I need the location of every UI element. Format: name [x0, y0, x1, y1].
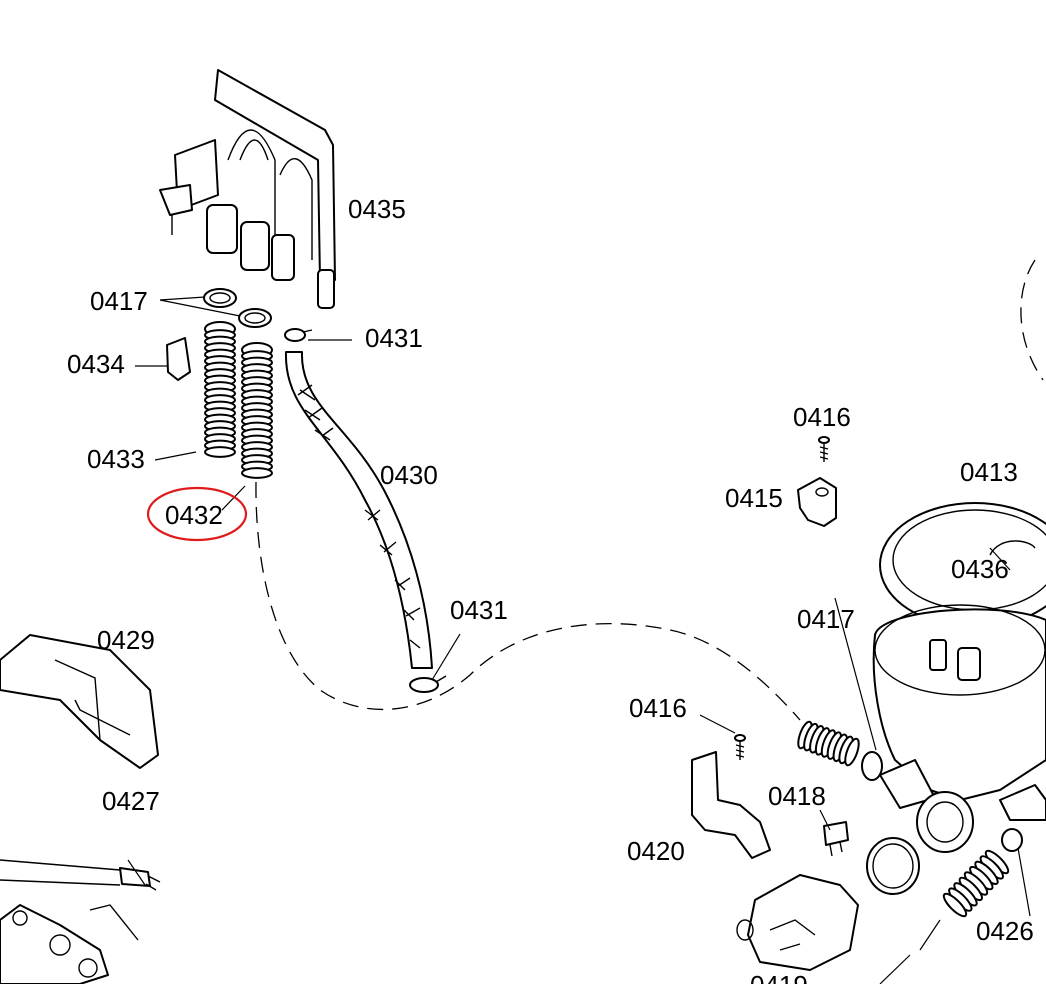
- leader-lines: [127, 296, 1031, 984]
- part-0426-hose: [942, 849, 1010, 918]
- label-0417-top: 0417: [90, 286, 148, 316]
- part-0419-valve: [736, 874, 859, 971]
- label-0427: 0427: [102, 786, 160, 816]
- part-0417-right-hose: [797, 720, 860, 767]
- part-0432-hose: [241, 342, 273, 479]
- label-0429: 0429: [97, 625, 155, 655]
- highlight-circle-0432: [146, 486, 248, 542]
- label-0419: 0419: [750, 970, 808, 984]
- part-0435-manifold: [159, 69, 336, 309]
- label-0436: 0436: [951, 554, 1009, 584]
- part-0416-screw-mid: [734, 734, 746, 760]
- label-0417-right: 0417: [797, 604, 855, 634]
- label-0413: 0413: [960, 457, 1018, 487]
- label-0435: 0435: [348, 194, 406, 224]
- part-labels: 0435 0417 0431 0434 0433 0432 0430 0431 …: [67, 194, 1034, 984]
- part-0420-holder: [691, 751, 771, 859]
- part-0431-clamp-bottom: [409, 675, 447, 693]
- part-0426-oring: [1001, 828, 1023, 852]
- part-0415-bracket: [797, 477, 837, 527]
- label-0431-bottom: 0431: [450, 595, 508, 625]
- part-0431-clamp-top: [284, 328, 313, 342]
- part-0418-valve-clip: [823, 821, 849, 857]
- label-0432: 0432: [165, 500, 223, 530]
- part-0430-hose: [284, 351, 433, 669]
- assembly-path-lines: [255, 259, 1044, 721]
- label-0420: 0420: [627, 836, 685, 866]
- part-0434-clip: [166, 337, 191, 381]
- part-0417-orings: [203, 288, 272, 328]
- label-0430: 0430: [380, 460, 438, 490]
- part-0413-sump: [872, 502, 1046, 853]
- part-lower-left-assembly: [0, 904, 109, 984]
- part-0417-right-oring: [861, 751, 883, 781]
- label-0416-mid: 0416: [629, 693, 687, 723]
- label-0433: 0433: [87, 444, 145, 474]
- part-0433-hose: [204, 321, 236, 458]
- label-0426: 0426: [976, 916, 1034, 946]
- part-0429-cover: [0, 634, 159, 769]
- part-oring-large: [866, 837, 920, 895]
- label-0415: 0415: [725, 483, 783, 513]
- label-0416-top: 0416: [793, 402, 851, 432]
- label-0431-top: 0431: [365, 323, 423, 353]
- label-0418: 0418: [768, 781, 826, 811]
- part-0416-screw-top: [818, 436, 830, 462]
- label-0434: 0434: [67, 349, 125, 379]
